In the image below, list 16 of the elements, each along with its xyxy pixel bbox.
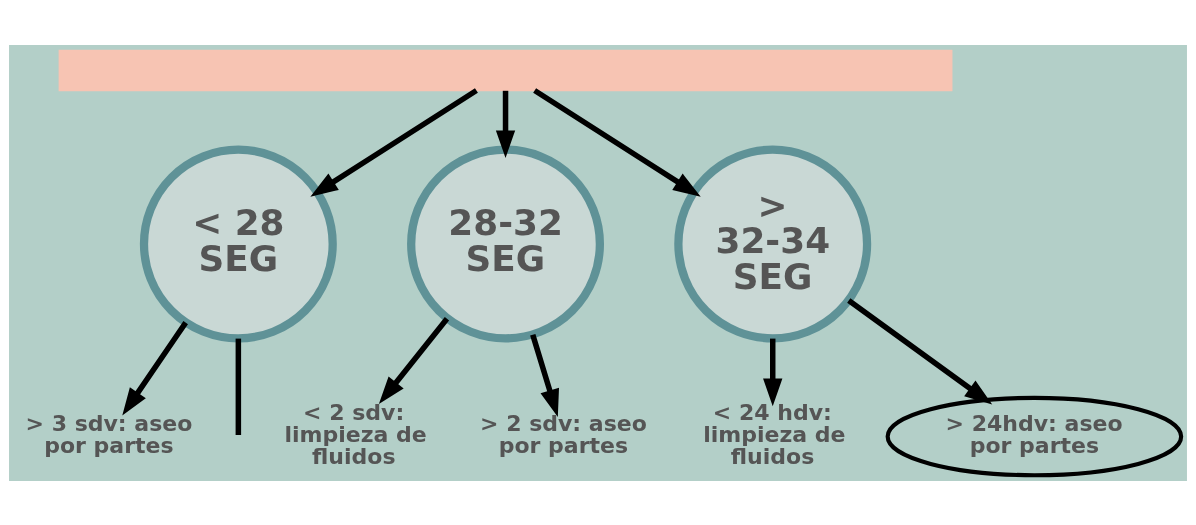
- arrow: [847, 297, 993, 405]
- arrow: [495, 90, 516, 158]
- node-box: [58, 49, 953, 91]
- node-text: > 2 sdv: aseo por partes: [480, 410, 647, 458]
- node-text: > 3 sdv: aseo por partes: [25, 410, 193, 458]
- node-circle: 28-32 SEG: [407, 145, 604, 342]
- node-text: < 2 sdv: limpieza de fluidos: [284, 399, 427, 469]
- arrow: [533, 87, 701, 197]
- node-text: < 24 hdv: limpieza de fluidos: [703, 399, 846, 469]
- arrow: [378, 316, 450, 404]
- node-ellipse: > 24hdv: aseo por partes: [885, 395, 1184, 477]
- connector: [235, 338, 242, 435]
- arrow: [122, 320, 188, 415]
- arrow: [763, 338, 783, 406]
- arrow: [530, 333, 560, 417]
- arrow: [310, 87, 478, 197]
